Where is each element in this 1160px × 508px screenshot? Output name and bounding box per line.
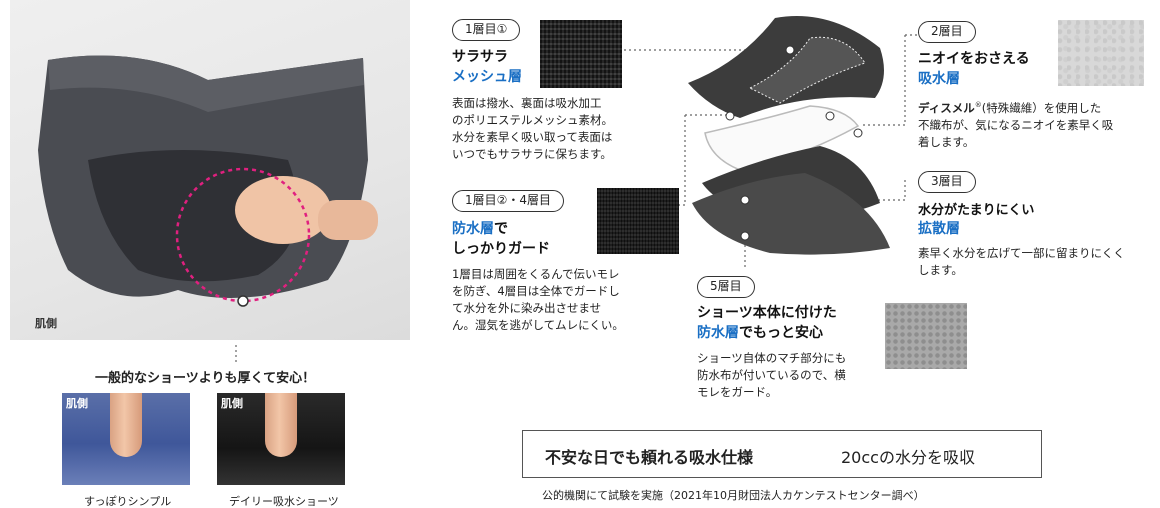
dot-layer2 <box>825 111 835 121</box>
compare-photo-daily: 肌側 <box>217 393 345 485</box>
badge-layer1b4: 1層目②・4層目 <box>452 190 565 212</box>
desc-line: 着します。 <box>918 134 975 149</box>
badge-layer2: 2層目 <box>918 21 976 43</box>
desc-line: ディスメル®(特殊繊維）を使用した <box>918 97 1158 117</box>
finger-press <box>265 393 297 457</box>
desc-line: いつでもサラサラに保ちます。 <box>452 147 612 161</box>
badge-layer5: 5層目 <box>697 276 755 298</box>
desc-layer2: ディスメル®(特殊繊維）を使用した 不織布が、気になるニオイを素早く吸 着します… <box>918 97 1158 151</box>
compare-photo-simple: 肌側 <box>62 393 190 485</box>
spec-box: 不安な日でも頼れる吸水仕様 20ccの水分を吸収 <box>522 430 1042 478</box>
compare-left-tag: 肌側 <box>66 397 88 410</box>
dot-layer5 <box>740 231 750 241</box>
dot-layer2b <box>853 128 863 138</box>
desc-layer3: 素早く水分を広げて一部に留まりにくく します。 <box>918 245 1158 279</box>
heading-rest-part: でもっと安心 <box>739 325 823 341</box>
desc-line: 素早く水分を広げて一部に留まりにくく <box>918 246 1125 260</box>
layer-deo-shape <box>704 105 860 171</box>
heading-layer3-line1: 水分がたまりにくい <box>918 203 1035 218</box>
desc-line: します。 <box>918 263 963 277</box>
finger-press <box>110 393 142 457</box>
swatch-deodorant <box>1058 20 1144 86</box>
swatch-body <box>885 303 967 369</box>
desc-line1-rest: (特殊繊維）を使用した <box>981 100 1102 115</box>
desc-line: ショーツ自体のマチ部分にも <box>697 351 847 365</box>
badge-layer3: 3層目 <box>918 171 976 193</box>
dot-layer3 <box>740 195 750 205</box>
heading-layer1b4-line2: しっかりガード <box>452 241 550 257</box>
compare-right-tag: 肌側 <box>221 397 243 410</box>
heading-blue-part: 防水層 <box>452 221 494 237</box>
desc-line: を防ぎ、4層目は全体でガードし <box>452 284 620 298</box>
desc-layer5: ショーツ自体のマチ部分にも 防水布が付いているので、横 モレをガード。 <box>697 350 846 401</box>
spec-main-text: 不安な日でも頼れる吸水仕様 <box>545 448 754 467</box>
heading-layer3-line2: 拡散層 <box>918 221 960 237</box>
heading-layer1a-line1: サラサラ <box>452 49 508 65</box>
heading-layer1b4-line1: 防水層で <box>452 220 508 239</box>
dot-layer1b <box>725 111 735 121</box>
swatch-waterproof <box>597 188 679 254</box>
compare-right-caption: デイリー吸水ショーツ <box>229 495 339 508</box>
compare-title: 一般的なショーツよりも厚くて安心！ <box>95 371 316 386</box>
desc-line: ん。湿気を逃がしてムレにくい。 <box>452 318 624 332</box>
heading-layer5-line1: ショーツ本体に付けた <box>697 305 837 321</box>
skin-side-label: 肌側 <box>35 317 57 330</box>
heading-layer5-line2: 防水層でもっと安心 <box>697 324 823 343</box>
spec-sub-text: 20ccの水分を吸収 <box>841 448 975 467</box>
hand-shape <box>235 176 331 244</box>
heading-layer2-line1: ニオイをおさえる <box>918 51 1030 67</box>
registered-mark: ® <box>974 101 982 109</box>
dot-layer1a <box>785 45 795 55</box>
heading-rest-part: で <box>494 221 508 237</box>
desc-layer1b4: 1層目は周囲をくるんで伝いモレ を防ぎ、4層目は全体でガードし て水分を外に染み… <box>452 266 624 334</box>
layer-diagram <box>688 16 890 255</box>
swatch-mesh <box>540 20 622 88</box>
callout-dot <box>237 295 249 307</box>
desc-line: モレをガード。 <box>697 385 778 399</box>
heading-layer2-line2: 吸水層 <box>918 71 960 87</box>
shorts-waistband <box>48 55 364 112</box>
spec-note: 公的機関にて試験を実施（2021年10月財団法人カケンテストセンター調べ） <box>542 489 925 502</box>
heading-layer1a-line2: メッシュ層 <box>452 69 522 85</box>
desc-line: 不織布が、気になるニオイを素早く吸 <box>918 117 1114 132</box>
desc-layer1a: 表面は撥水、裏面は吸水加工 のポリエステルメッシュ素材。 水分を素早く吸い取って… <box>452 95 613 163</box>
desc-line: 防水布が付いているので、横 <box>697 368 846 382</box>
brand-name: ディスメル <box>918 100 975 115</box>
desc-line: 1層目は周囲をくるんで伝いモレ <box>452 267 620 281</box>
shorts-illustration <box>38 55 378 307</box>
wrist-shape <box>318 200 378 240</box>
badge-layer1a: 1層目① <box>452 19 521 41</box>
highlight-circle <box>175 167 311 303</box>
product-photo: 肌側 <box>10 0 410 340</box>
layer-mesh-inner <box>748 36 866 104</box>
desc-line: 表面は撥水、裏面は吸水加工 <box>452 96 602 110</box>
desc-line: 水分を素早く吸い取って表面は <box>452 130 613 144</box>
shorts-gusset <box>88 150 298 282</box>
heading-blue-part: 防水層 <box>697 325 739 341</box>
desc-line: のポリエステルメッシュ素材。 <box>452 113 613 127</box>
desc-line: て水分を外に染み出させませ <box>452 301 602 315</box>
compare-left-caption: すっぽりシンプル <box>84 495 172 508</box>
